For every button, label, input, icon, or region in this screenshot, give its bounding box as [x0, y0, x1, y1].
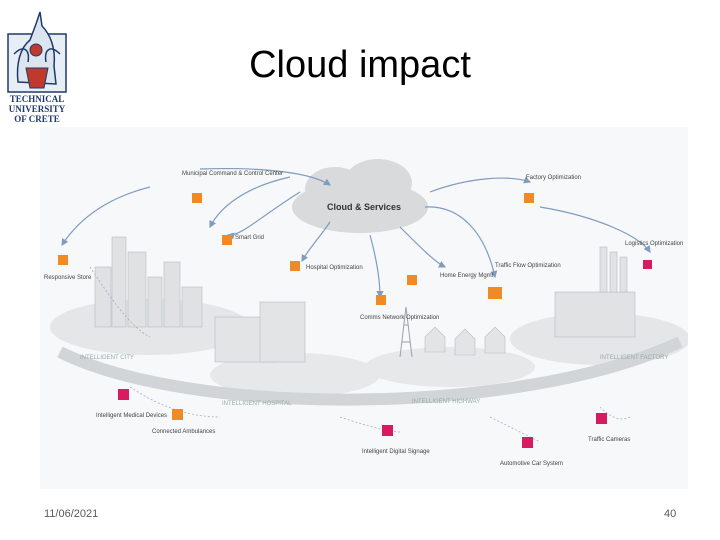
node-smart-grid [222, 235, 232, 245]
device-links [89, 266, 631, 443]
hospital-platform [210, 353, 380, 397]
label-hospital-optimization: Hospital Optimization [306, 265, 363, 271]
label-car-system: Automotive Car System [500, 461, 563, 467]
logo-line-1: TECHNICAL [9, 94, 65, 104]
node-responsive-store [58, 255, 68, 265]
zone-highway: INTELLIGENT HIGHWAY [412, 399, 480, 405]
node-digital-signage [382, 425, 393, 436]
label-ambulances: Connected Ambulances [152, 429, 215, 435]
cloud-services: Cloud & Services [292, 159, 428, 233]
data-flow-arrows [61, 167, 651, 299]
node-hospital-optimization [290, 261, 300, 271]
node-comms-network [376, 295, 386, 305]
cloud-label: Cloud & Services [327, 202, 401, 212]
label-home-energy: Home Energy Mgmt [440, 273, 494, 279]
factory-building [554, 246, 636, 338]
node-ambulances [172, 409, 183, 420]
label-responsive-store: Responsive Store [44, 275, 92, 281]
label-digital-signage: Intelligent Digital Signage [362, 449, 430, 455]
slide-title: Cloud impact [249, 44, 471, 86]
comms-tower [399, 306, 413, 358]
node-markers [58, 193, 652, 448]
node-traffic-flow [488, 287, 502, 299]
node-medical-devices [118, 389, 129, 400]
zone-factory: INTELLIGENT FACTORY [600, 355, 668, 361]
logo-line-2: UNIVERSITY [8, 104, 66, 114]
label-traffic-flow: Traffic Flow Optimization [495, 263, 561, 269]
node-car-system [522, 437, 533, 448]
city-buildings [94, 236, 203, 328]
houses [424, 326, 506, 356]
node-home-energy [407, 275, 417, 285]
node-municipal-command [192, 193, 202, 203]
winged-figure-emblem-icon [7, 11, 67, 93]
road [57, 336, 683, 406]
label-smart-grid: Smart Grid [235, 235, 264, 241]
node-factory-optimization [524, 193, 534, 203]
label-traffic-cameras: Traffic Cameras [588, 437, 630, 443]
node-logistics-optimization [643, 260, 652, 269]
label-factory-optimization: Factory Optimization [526, 175, 581, 181]
zone-city: INTELLIGENT CITY [80, 355, 134, 361]
highway-platform [365, 347, 535, 387]
label-comms-network: Comms Network Optimization [360, 315, 439, 321]
slide-date: 11/06/2021 [44, 508, 99, 520]
label-medical-devices: Intelligent Medical Devices [96, 413, 167, 419]
label-municipal-command: Municipal Command & Control Center [182, 171, 283, 177]
node-traffic-cameras [596, 413, 607, 424]
cloud-impact-diagram: Cloud & Services [40, 127, 688, 489]
label-logistics-optimization: Logistics Optimization [625, 241, 683, 247]
logo-line-3: OF CRETE [14, 114, 60, 124]
hospital-building [214, 301, 306, 363]
slide-page-number: 40 [664, 508, 677, 520]
zone-hospital: INTELLIGENT HOSPITAL [222, 401, 292, 407]
